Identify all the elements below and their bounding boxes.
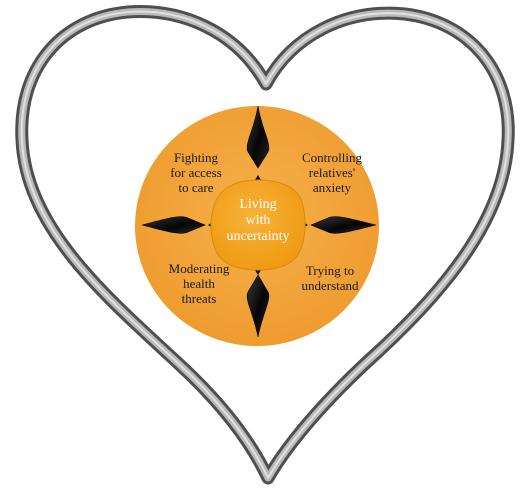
center-label: Living with uncertainty <box>226 197 290 244</box>
center-blob <box>210 179 306 271</box>
arrow-left <box>141 216 206 234</box>
segment-label-top-left: Fighting for access to care <box>170 150 222 195</box>
heart-frame <box>15 5 515 485</box>
arrow-up <box>246 105 270 169</box>
segment-label-top-right: Controlling relatives' anxiety <box>302 150 362 195</box>
segment-label-bottom-right: Trying to understand <box>301 263 359 293</box>
segment-label-bottom-left: Moderating health threats <box>168 261 230 306</box>
arrow-right <box>310 216 377 234</box>
arrows <box>141 105 377 338</box>
